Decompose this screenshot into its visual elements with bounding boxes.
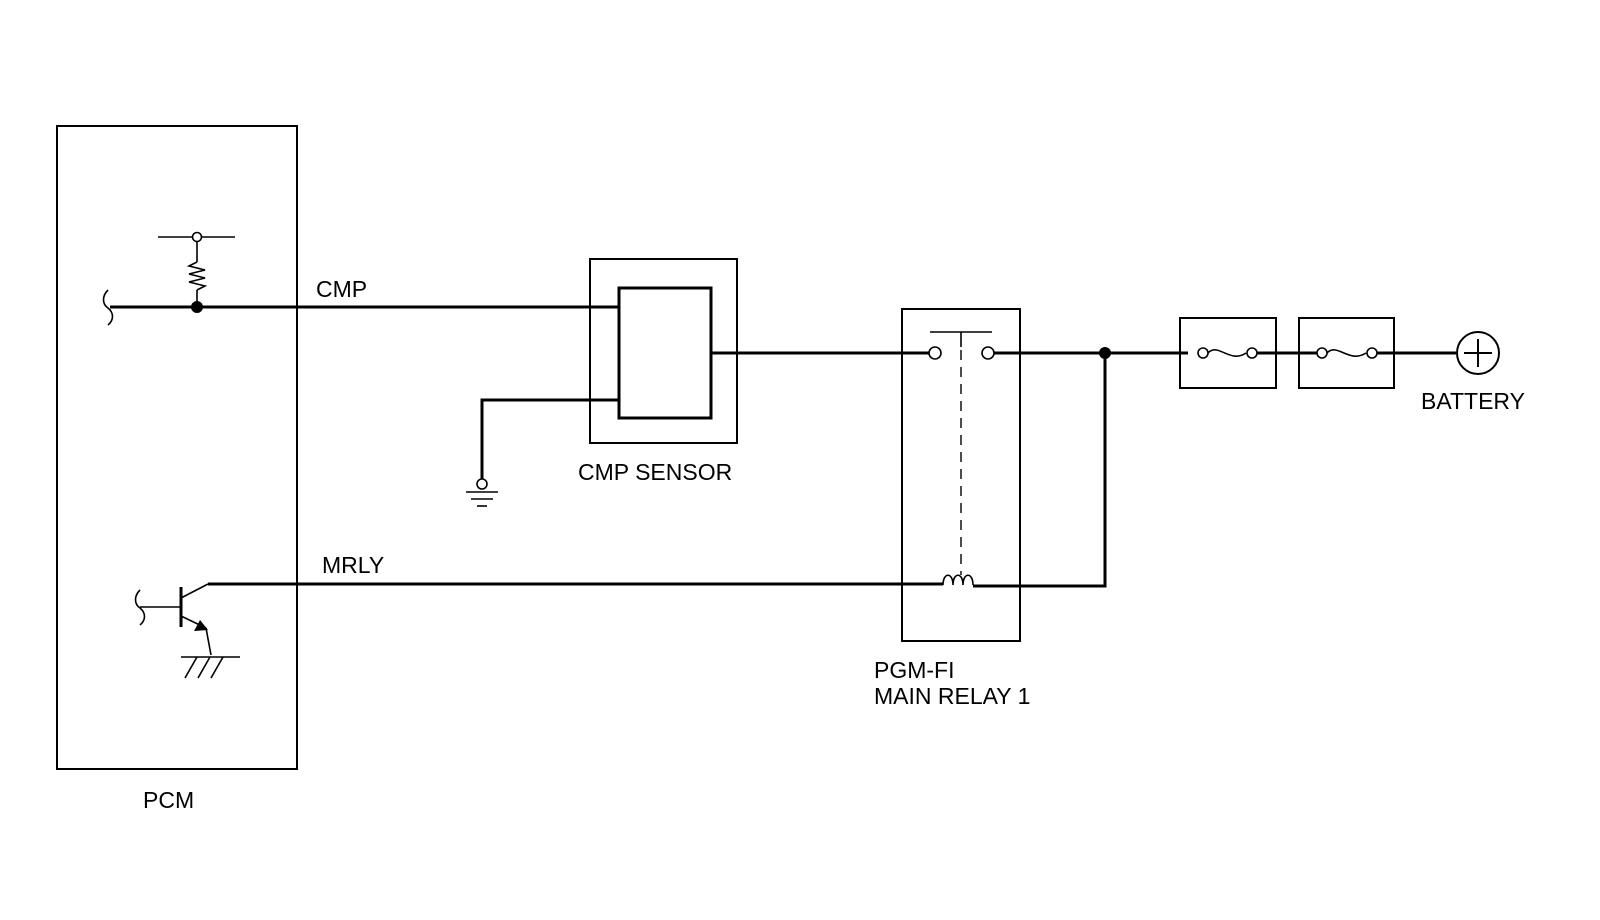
relay-switch-contact <box>928 331 995 360</box>
sensor-ground-wire <box>480 398 619 480</box>
battery-plus-icon <box>1456 331 1500 375</box>
pcm-label: PCM <box>143 787 194 813</box>
fuse-2-icon <box>1316 347 1378 359</box>
cmp-sensor-label: CMP SENSOR <box>578 459 732 485</box>
cmp-junction-dot <box>191 301 203 313</box>
mrly-signal-label: MRLY <box>322 552 384 578</box>
pcm-input-break-mark <box>102 289 114 326</box>
cmp-sensor-inner-box <box>617 286 713 420</box>
fuse-1-icon <box>1197 347 1258 359</box>
main-relay-box <box>901 308 1021 642</box>
relay-coil-icon <box>942 574 974 586</box>
relay-label-line1: PGM-FI <box>874 657 955 683</box>
battery-label: BATTERY <box>1421 388 1525 414</box>
relay-label-line2: MAIN RELAY 1 <box>874 683 1030 709</box>
pullup-resistor-symbol <box>158 231 235 307</box>
ground-icon <box>466 478 498 507</box>
cmp-signal-label: CMP <box>316 276 367 302</box>
pcm-driver-break-mark <box>134 589 146 626</box>
relay-coil-supply-wire <box>973 353 1107 588</box>
pcm-box <box>56 125 298 770</box>
cmp-sensor-outer-box <box>589 258 738 444</box>
transistor-symbol <box>134 583 240 679</box>
